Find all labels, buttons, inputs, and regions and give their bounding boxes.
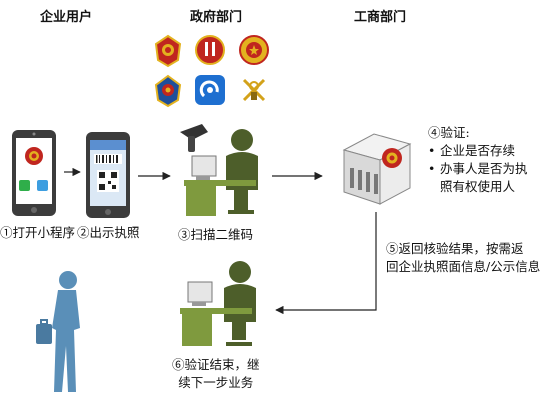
step-2-caption: ②出示执照 — [77, 225, 140, 240]
column-header-user: 企业用户 — [40, 10, 93, 25]
arrow-bureau-to-desk — [275, 212, 377, 315]
agency-emblems — [154, 34, 269, 108]
service-app-icon — [195, 75, 225, 105]
step-1-caption: ①打开小程序 — [0, 225, 76, 240]
emblem-icon — [25, 147, 43, 165]
verify-item: 办事人是否为执 — [428, 160, 528, 178]
wechat-icon — [19, 180, 30, 191]
qr-code-icon — [97, 170, 119, 192]
court-badge-icon — [195, 35, 225, 65]
column-header-gov: 政府部门 — [190, 10, 243, 25]
emblem-icon — [382, 148, 402, 168]
desk-worker — [180, 261, 256, 346]
verify-item: 企业是否存续 — [428, 142, 528, 160]
alipay-icon — [37, 180, 48, 191]
step-6-caption: ⑥验证结束，继 续下一步业务 — [172, 356, 260, 392]
step-5-line-2: 回企业执照面信息/公示信息 — [386, 259, 541, 274]
phone-app-open — [12, 130, 56, 216]
step-5-line-1: ⑤返回核验结果，按需返 — [386, 241, 524, 256]
customs-badge-icon — [154, 74, 182, 108]
step-6-line-1: ⑥验证结束，继 — [172, 357, 260, 372]
step-4-title: ④验证: — [428, 125, 470, 140]
verify-list: 企业是否存续 办事人是否为执 照有权使用人 — [428, 142, 528, 196]
verify-item-continued: 照有权使用人 — [440, 179, 516, 194]
barcode-scanner-icon — [180, 124, 208, 152]
procuratorate-badge-icon — [239, 35, 269, 65]
business-bureau-building — [342, 133, 412, 205]
step-5-caption: ⑤返回核验结果，按需返 回企业执照面信息/公示信息 — [386, 240, 540, 276]
column-header-business: 工商部门 — [354, 10, 407, 25]
scanner-worker — [180, 124, 258, 216]
business-user-figure — [36, 271, 80, 392]
briefcase-icon — [36, 319, 52, 344]
step-3-caption: ③扫描二维码 — [178, 227, 254, 242]
step-4-block: ④验证: 企业是否存续 办事人是否为执 照有权使用人 — [428, 124, 528, 196]
barcode-icon — [94, 154, 122, 164]
phone-license — [86, 132, 130, 218]
police-badge-icon — [154, 34, 182, 68]
step-6-line-2: 续下一步业务 — [178, 375, 254, 390]
customs-key-icon — [242, 78, 266, 102]
